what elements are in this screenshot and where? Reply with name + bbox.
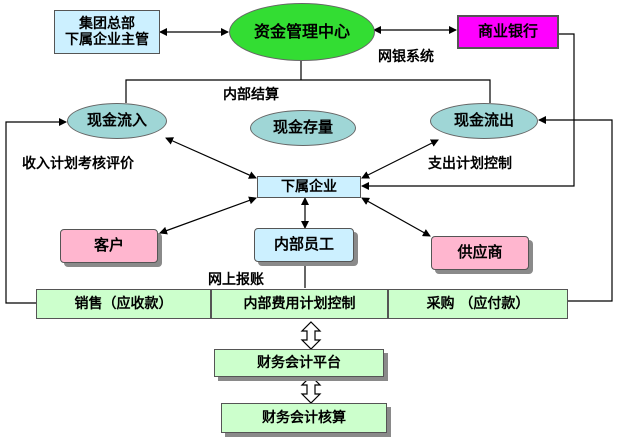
staff-box: 内部员工 <box>254 228 354 262</box>
hq-line-2: 下属企业主管 <box>65 32 149 48</box>
right-loop <box>538 116 613 302</box>
income-plan-label: 收入计划考核评价 <box>22 156 134 172</box>
fin-accounting-box: 财务会计核算 <box>221 403 387 433</box>
online-bank-label: 网银系统 <box>378 49 434 65</box>
cash-in-label: 现金流入 <box>86 111 147 130</box>
internal-settlement-frame <box>125 79 491 103</box>
purchase-box: 采购 （应付款） <box>388 289 568 319</box>
cash-out-node: 现金流出 <box>430 103 538 139</box>
purchase-label: 采购 （应付款） <box>426 295 530 312</box>
subsidiary-customer-link <box>159 196 257 235</box>
bank-box: 商业银行 <box>457 15 559 49</box>
cashout-subsidiary-link <box>361 139 439 179</box>
cash-store-label: 现金存量 <box>272 118 333 137</box>
supplier-label: 供应商 <box>457 243 503 262</box>
cash-out-label: 现金流出 <box>453 111 514 130</box>
cash-in-node: 现金流入 <box>67 103 167 139</box>
fin-platform-box: 财务会计平台 <box>214 349 384 377</box>
cashin-subsidiary-link <box>165 137 257 179</box>
customer-label: 客户 <box>93 236 124 255</box>
subsidiary-supplier-link <box>361 197 431 237</box>
expense-control-label: 内部费用计划控制 <box>243 295 356 312</box>
fund-center-node: 资金管理中心 <box>229 3 375 61</box>
sales-box: 销售（应收款） <box>36 289 211 319</box>
subsidiary-label: 下属企业 <box>281 178 337 195</box>
subsidiary-box: 下属企业 <box>257 176 361 198</box>
expense-control-box: 内部费用计划控制 <box>211 289 388 319</box>
cash-store-node: 现金存量 <box>250 110 356 146</box>
bank-label: 商业银行 <box>477 22 538 41</box>
online-reimburse-label: 网上报账 <box>208 272 264 288</box>
fin-accounting-label: 财务会计核算 <box>262 409 346 426</box>
expense-plan-label: 支出计划控制 <box>428 156 512 172</box>
hq-line-1: 集团总部 <box>79 15 135 32</box>
internal-settlement-label: 内部结算 <box>223 87 279 103</box>
sales-label: 销售（应收款） <box>74 295 173 312</box>
hollow-arrows <box>300 321 322 404</box>
fin-platform-label: 财务会计平台 <box>257 354 341 371</box>
customer-box: 客户 <box>60 229 158 263</box>
supplier-box: 供应商 <box>431 236 529 270</box>
left-loop <box>5 118 67 304</box>
staff-label: 内部员工 <box>273 235 334 254</box>
fund-center-label: 资金管理中心 <box>253 21 350 41</box>
hq-box: 集团总部 下属企业主管 <box>54 10 160 54</box>
